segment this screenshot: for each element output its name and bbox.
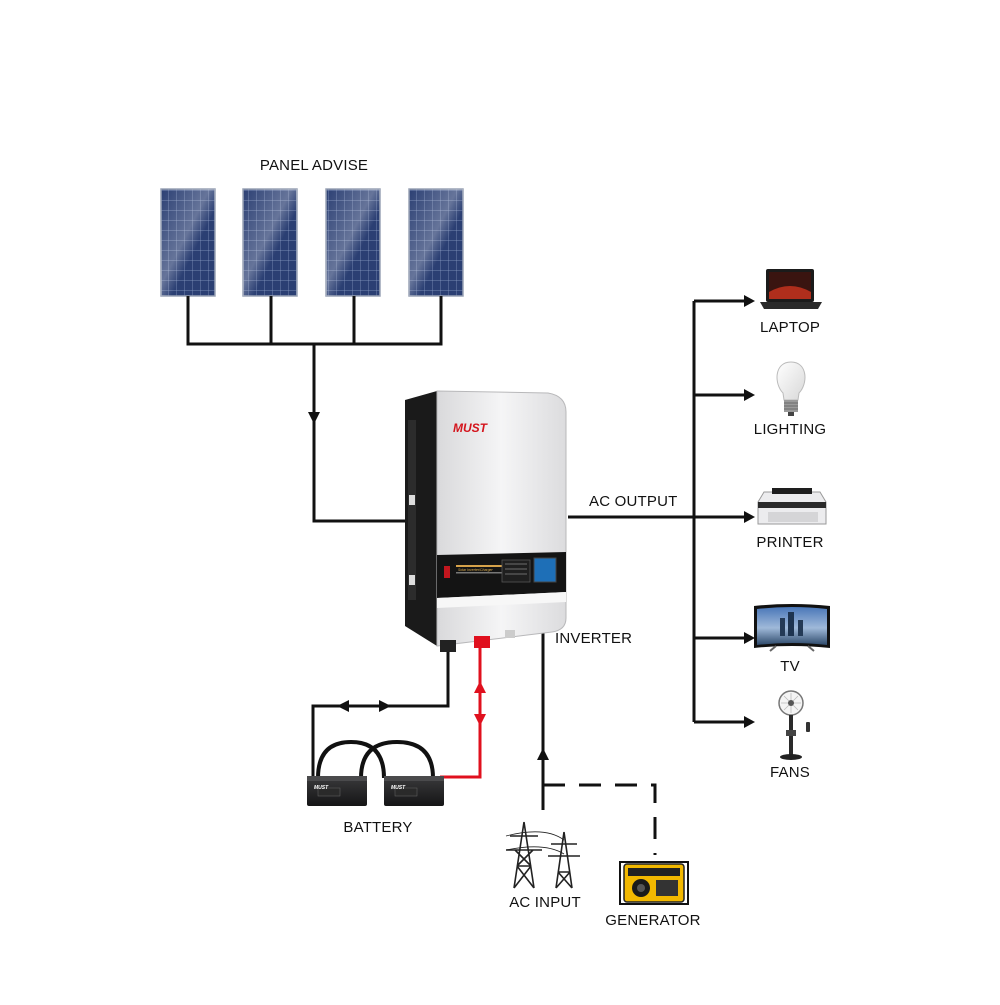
tv-label: TV xyxy=(780,658,800,675)
battery-brand: MUST xyxy=(314,785,329,791)
battery-positive-wire xyxy=(440,647,486,779)
battery-brand: MUST xyxy=(391,785,406,791)
power-tower-icon xyxy=(505,821,580,889)
fans-label: FANS xyxy=(770,764,810,781)
solar-panel-icon xyxy=(325,188,381,297)
ac-output-label: AC OUTPUT xyxy=(589,493,678,510)
battery-label: BATTERY xyxy=(343,819,413,836)
laptop-label: LAPTOP xyxy=(759,319,821,336)
inverter-panel-text: Solar Inverter/Charger xyxy=(458,568,493,572)
battery-icon xyxy=(384,776,444,806)
arrowheads xyxy=(308,295,755,760)
solar-panel-icon xyxy=(242,188,298,297)
inverter-label: INVERTER xyxy=(555,630,633,647)
printer-label: PRINTER xyxy=(756,534,824,551)
tv-icon xyxy=(754,604,830,652)
battery-icon xyxy=(307,739,435,806)
light-bulb-icon xyxy=(776,361,806,416)
laptop-icon xyxy=(760,269,822,309)
fan-icon xyxy=(778,690,810,760)
solar-panel-icon xyxy=(160,188,216,297)
solar-panel-icon xyxy=(408,188,464,297)
generator-icon xyxy=(619,861,689,905)
printer-icon xyxy=(757,488,827,525)
lighting-label: LIGHTING xyxy=(753,421,827,438)
ac-input-label: AC INPUT xyxy=(509,894,581,911)
panels-label: PANEL ADVISE xyxy=(259,157,369,174)
generator-label: GENERATOR xyxy=(605,912,701,929)
inverter-brand-logo: MUST xyxy=(453,421,489,435)
inverter-icon xyxy=(405,390,567,652)
generator-wire xyxy=(543,783,657,855)
